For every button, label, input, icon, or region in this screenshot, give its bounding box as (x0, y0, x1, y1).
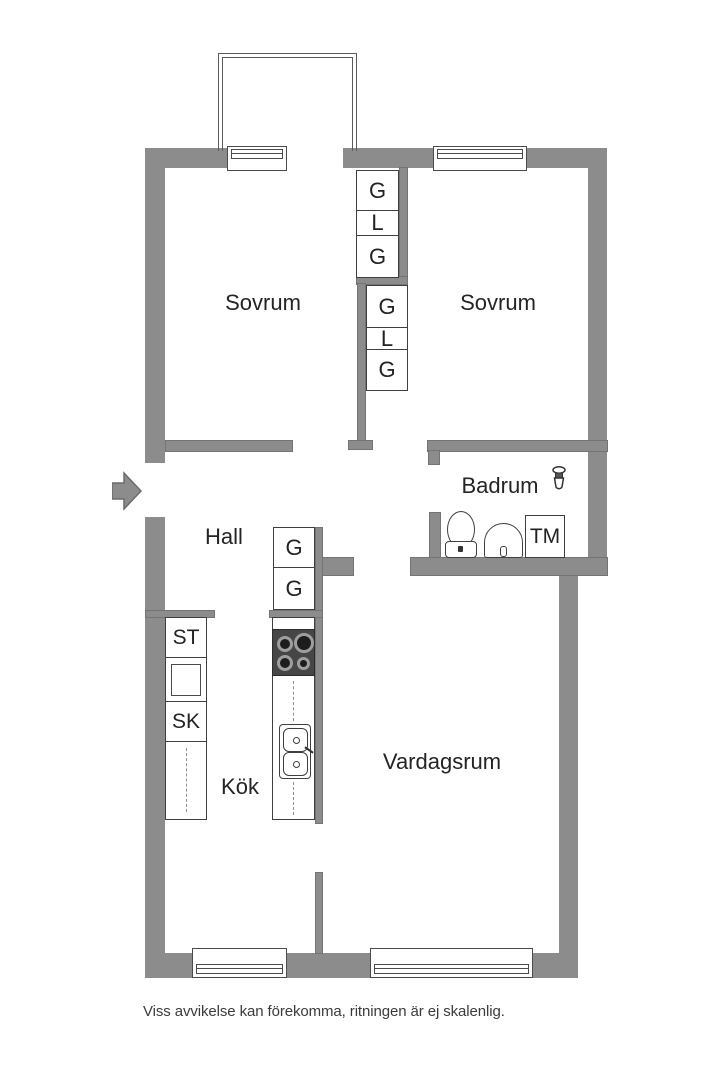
closet-compartment: L (366, 327, 408, 350)
balcony-door-opening (287, 147, 343, 169)
closet-label: G (285, 534, 303, 560)
entrance-door-opening (144, 463, 166, 517)
closet-compartment: G (366, 349, 408, 391)
stove (272, 629, 315, 676)
window-glass (196, 964, 283, 974)
wall-kitchen-living-divider-upper (315, 527, 323, 824)
sink-drain (293, 761, 300, 768)
burner-icon (294, 633, 314, 653)
entrance-arrow-icon (112, 471, 142, 511)
closet-compartment: L (356, 210, 399, 236)
kitchen-unit-label: ST (172, 626, 200, 649)
kitchen-unit-label: SK (171, 710, 200, 733)
kitchen-unit-st: ST (165, 617, 207, 658)
closet-label: G (378, 357, 396, 382)
closet-label: G (378, 293, 396, 319)
closet-compartment: G (356, 235, 399, 278)
closet-label: L (380, 325, 394, 351)
room-label-bathroom: Badrum (461, 473, 539, 498)
wall-right-upper (588, 148, 607, 576)
room-label-living-room: Vardagsrum (382, 749, 502, 774)
kitchen-unit-sk: SK (165, 701, 207, 742)
window-glass (374, 964, 529, 974)
disclaimer-text: Viss avvikelse kan förekomma, ritningen … (143, 1003, 505, 1020)
wall-bedroom-divider-lower (357, 283, 366, 444)
counter-dashed-line (293, 782, 294, 815)
window-glass (437, 149, 523, 159)
wall-bathroom-bottom (410, 557, 608, 576)
wall-bathroom-left-lower (429, 512, 441, 559)
bathroom-sink-tap (500, 546, 507, 557)
closet-compartment: G (273, 567, 315, 610)
window-bedroom-right (433, 146, 527, 171)
wall-bedroom-divider-upper (399, 167, 408, 284)
closet-label: G (368, 243, 387, 269)
closet-label: L (371, 210, 384, 235)
burner-icon (297, 657, 310, 670)
sink-bowl (283, 728, 308, 752)
wall-divider-end-cap (348, 440, 373, 450)
sink-bowl (283, 752, 308, 776)
room-label-bedroom-left: Sovrum (225, 290, 301, 315)
kitchen-sink (279, 724, 314, 779)
washing-machine-label: TM (529, 525, 561, 548)
balcony-outline (218, 53, 357, 151)
window-bedroom-left (227, 146, 287, 171)
closet-label: G (285, 575, 303, 601)
wall-left (145, 148, 165, 978)
window-kitchen (192, 948, 287, 978)
counter-dashed-line (293, 681, 294, 721)
room-label-hall: Hall (205, 524, 243, 549)
wall-bathroom-door-jamb (428, 450, 440, 465)
closet-label: G (368, 177, 387, 203)
wall-right-lower (559, 557, 578, 978)
closet-compartment: G (273, 527, 315, 568)
kitchen-appliance-inner (171, 664, 201, 696)
closet-compartment: G (356, 170, 399, 211)
washing-machine: TM (525, 515, 565, 558)
window-glass (231, 149, 283, 159)
balcony-inner-line (222, 57, 353, 151)
sink-drain (293, 737, 300, 744)
faucet-icon (552, 466, 566, 490)
wall-top (145, 148, 607, 168)
room-label-kitchen: Kök (221, 774, 259, 799)
burner-icon (277, 636, 293, 652)
window-living-room (370, 948, 533, 978)
closet-compartment: G (366, 285, 408, 328)
wall-kitchen-living-divider-lower (315, 872, 323, 954)
wall-bedroom-right-bottom (427, 440, 608, 452)
toilet-flush-mark (458, 546, 463, 552)
counter-dashed-line (186, 748, 187, 812)
burner-icon (277, 655, 293, 671)
room-label-bedroom-right: Sovrum (460, 290, 536, 315)
wall-bedroom-left-bottom (165, 440, 293, 452)
